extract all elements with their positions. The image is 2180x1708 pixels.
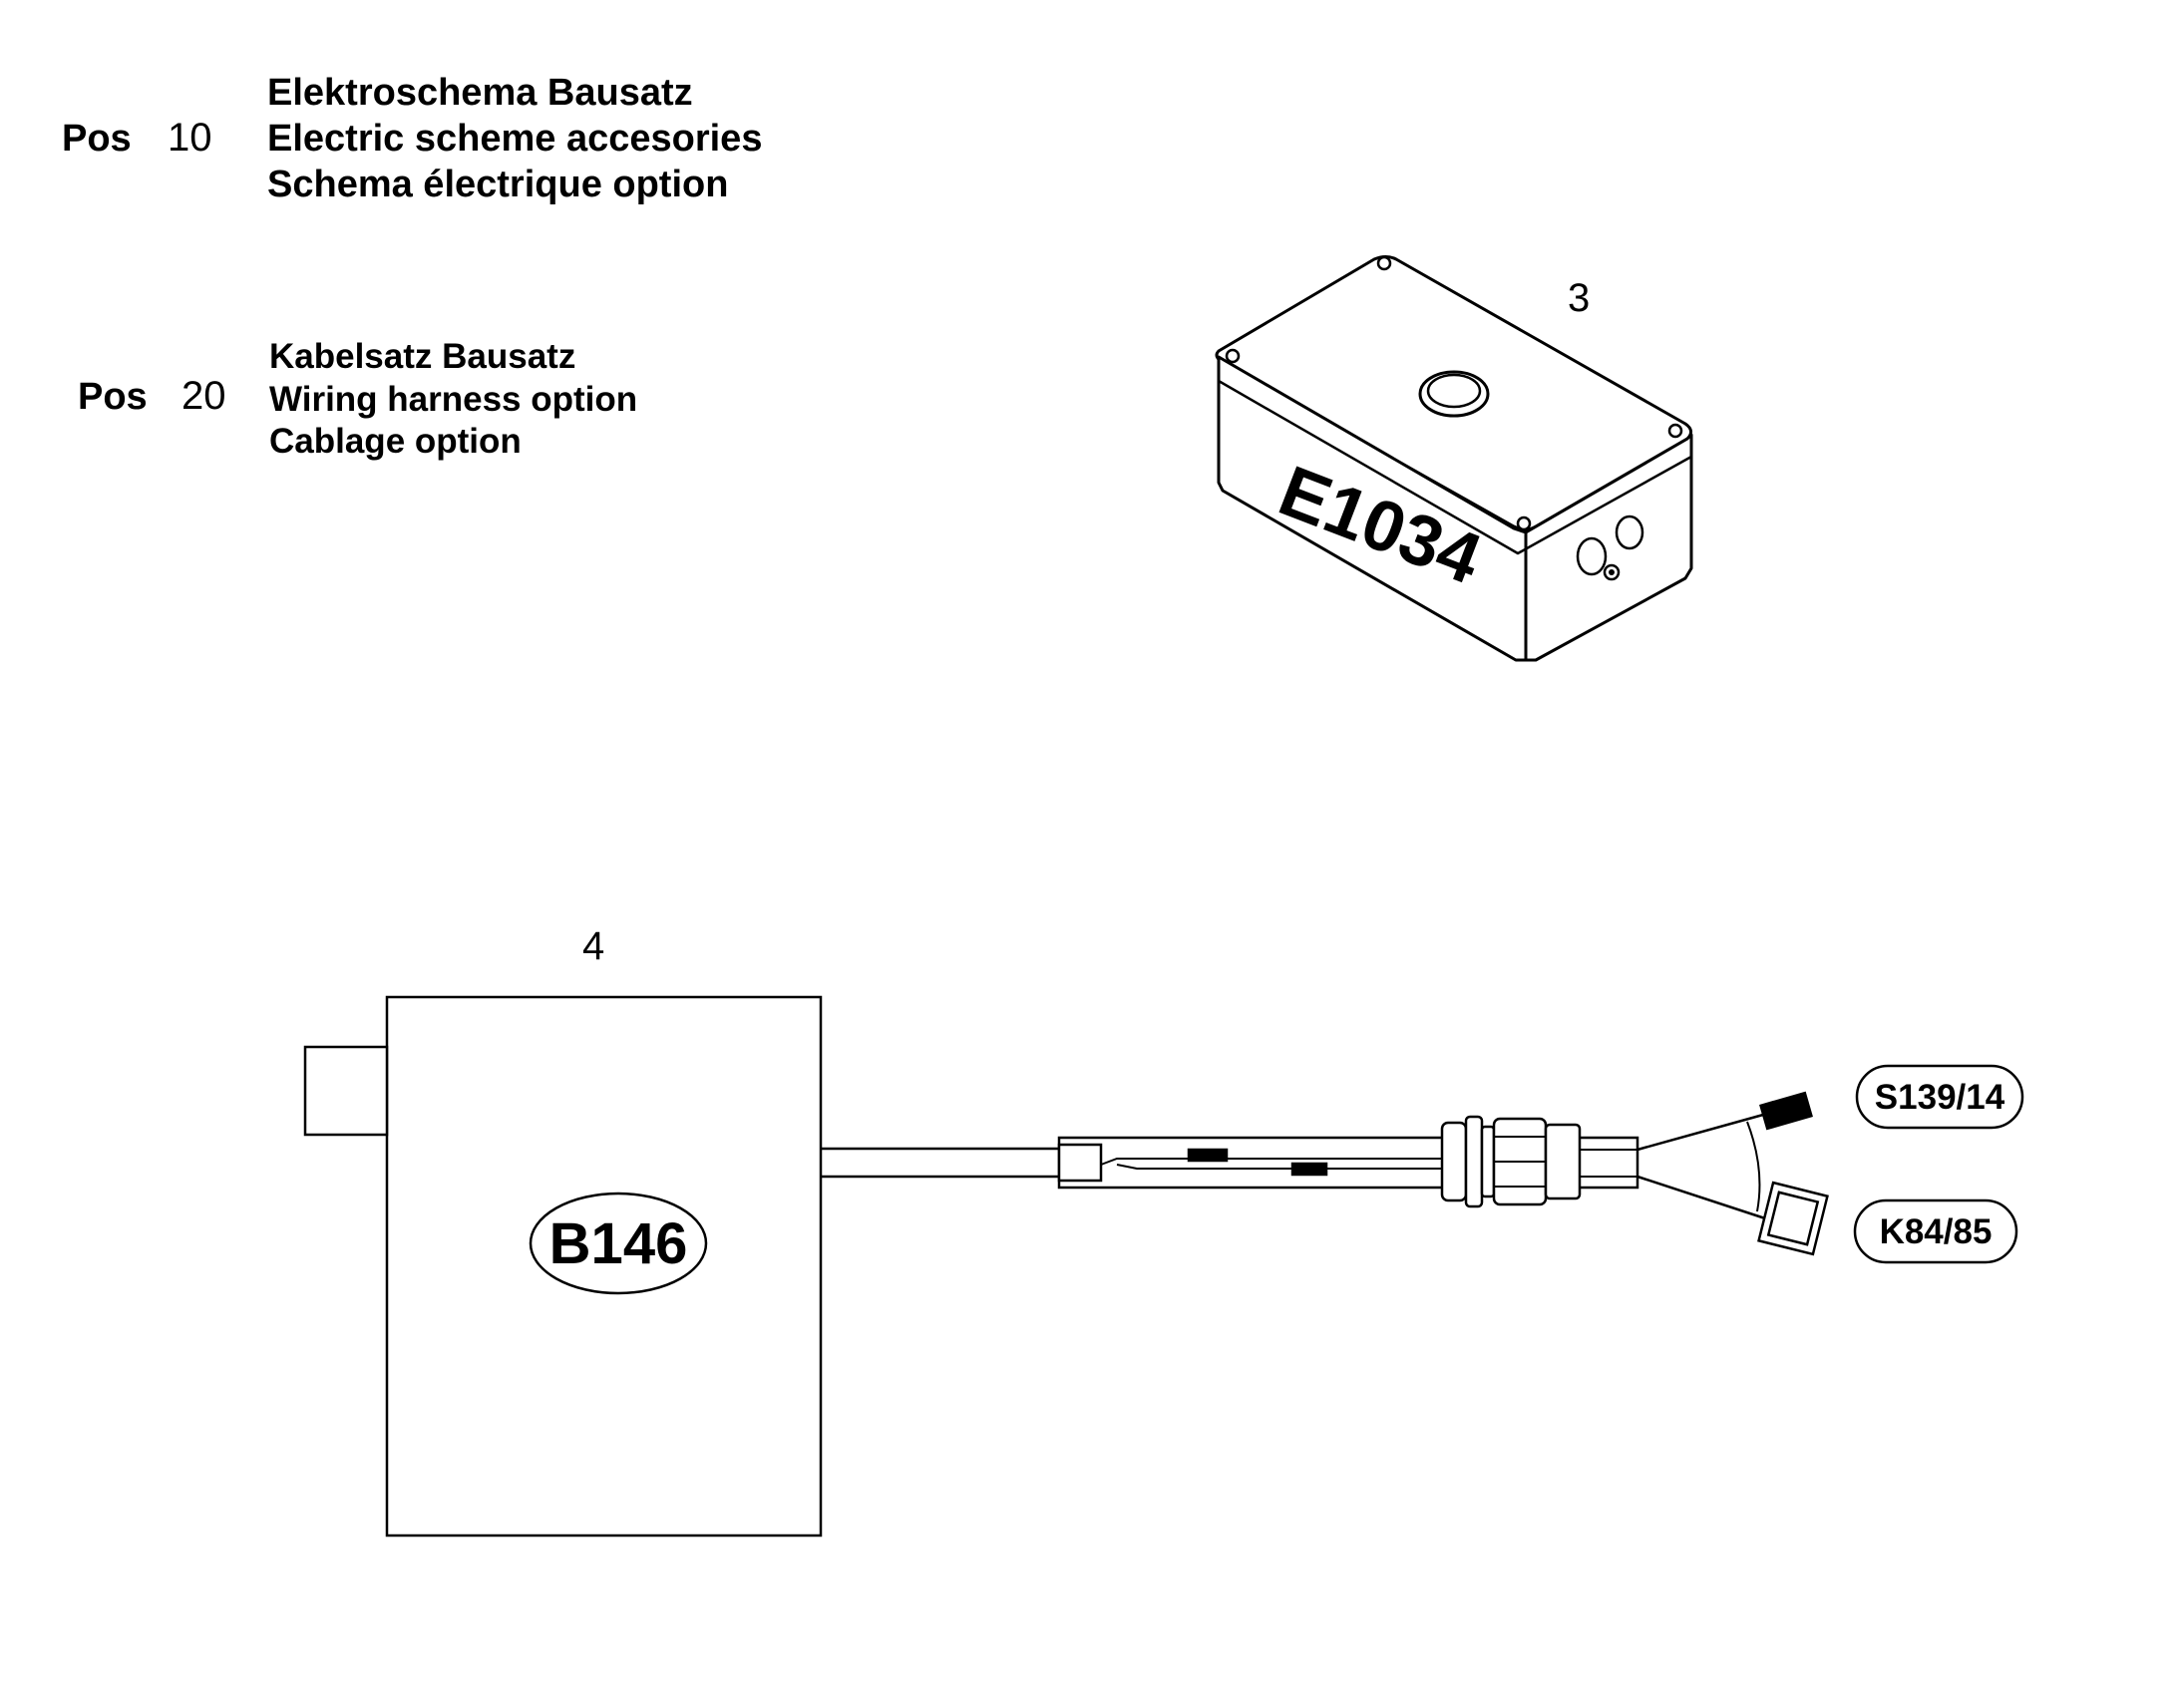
sensor-label-b146: B146 (549, 1211, 688, 1276)
wire-to-k84 (1636, 1175, 1766, 1220)
box-front-face (1217, 355, 1528, 662)
box-lid-seam (1218, 379, 1692, 555)
wire-marker (1187, 1148, 1229, 1163)
inner-wire (1100, 1149, 1637, 1178)
pos-20-line-fr: Cablage option (269, 422, 522, 461)
cable (821, 1147, 1059, 1179)
pos-10-line-fr: Schema électrique option (267, 164, 728, 205)
push-button (1418, 370, 1490, 418)
callout-3: 3 (1568, 276, 1590, 320)
cable-gland (1440, 1115, 1582, 1208)
screw-hole (1376, 255, 1392, 271)
box-right-face (1524, 433, 1693, 662)
label-k84-85-text: K84/85 (1880, 1212, 1993, 1251)
screw-hole (1516, 515, 1532, 531)
wire-to-s139 (1636, 1113, 1764, 1152)
sensor-b146: B146 (303, 995, 823, 1537)
screw-hole (1225, 348, 1241, 364)
pos-10-line-de: Elektroschema Bausatz (267, 72, 693, 114)
cable-harness (821, 1091, 1829, 1256)
pos-20-line-en: Wiring harness option (269, 380, 637, 419)
connector-s139 (1759, 1091, 1813, 1131)
pos-20-line-de: Kabelsatz Bausatz (269, 337, 575, 376)
pos-10-line-en: Electric scheme accesories (267, 118, 762, 160)
wire-marker (1290, 1162, 1328, 1177)
pos-number-10: 10 (168, 116, 212, 160)
header-pos-10: Pos 10 Elektroschema Bausatz Electric sc… (62, 72, 762, 205)
pos-number-20: 20 (182, 374, 226, 418)
pos-label: Pos (62, 118, 132, 160)
pos-label: Pos (78, 376, 148, 418)
label-s139-14: S139/14 (1855, 1064, 2024, 1130)
cable-entry-hole (1576, 536, 1608, 576)
cable-entry-hole (1615, 514, 1644, 550)
wire-bundle-arc (1746, 1121, 1761, 1212)
screw-hole (1667, 423, 1683, 439)
sensor-label-oval (529, 1192, 708, 1295)
header-pos-20: Pos 20 Kabelsatz Bausatz Wiring harness … (78, 337, 637, 461)
label-k84-85: K84/85 (1853, 1198, 2018, 1264)
sensor-side-tab (303, 1045, 389, 1137)
cable-end-sleeve (1057, 1143, 1103, 1183)
label-s139-14-text: S139/14 (1875, 1078, 2005, 1117)
junction-box-e1034: E1034 (1215, 255, 1693, 662)
connector-k84 (1757, 1181, 1829, 1256)
cable-entry-hole-inner (1609, 569, 1615, 575)
callout-4: 4 (582, 924, 604, 968)
